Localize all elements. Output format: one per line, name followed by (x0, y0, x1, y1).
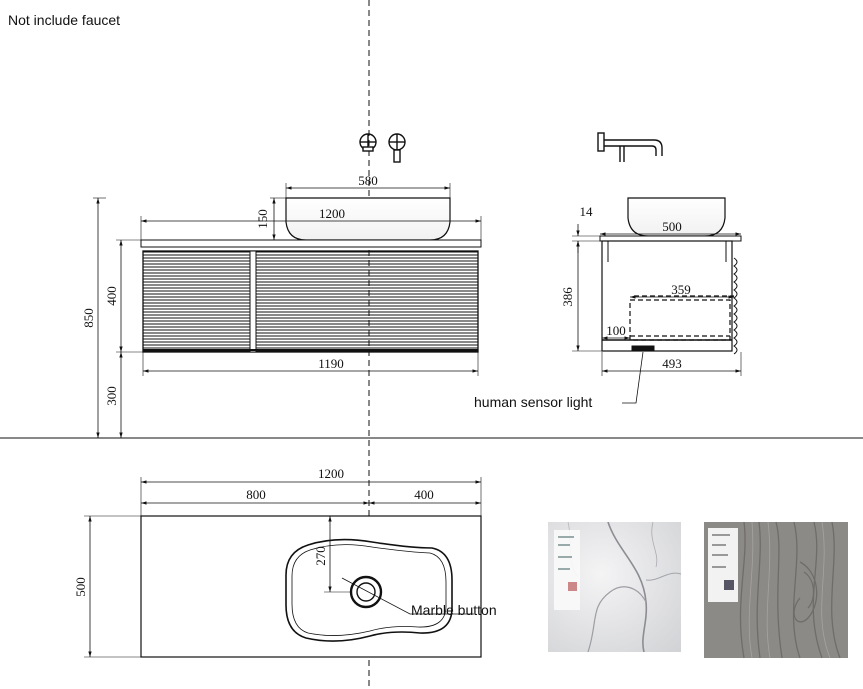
front-basin (285, 197, 451, 241)
dim-plan-left-width: 800 (246, 487, 266, 502)
button-leader-line (341, 577, 474, 615)
dim-side-basin-depth: 500 (662, 219, 682, 234)
dim-plan-total-width: 1200 (318, 466, 344, 481)
front-cabinet (142, 250, 479, 353)
dim-floor-gap: 300 (104, 386, 119, 406)
dim-cabinet-height: 400 (104, 286, 119, 306)
side-countertop (599, 235, 742, 242)
dim-drain-offset: 270 (313, 546, 328, 566)
front-door-divider (249, 250, 257, 353)
note-text: Not include faucet (8, 12, 121, 28)
sensor-light-icon (631, 345, 655, 352)
faucet-front-icon (359, 133, 406, 163)
front-countertop (140, 239, 482, 248)
dim-basin-height: 150 (255, 209, 270, 229)
marble-texture (548, 522, 681, 652)
side-view (572, 132, 742, 404)
dim-side-drawer-offset: 100 (606, 323, 626, 338)
marble-swatch (548, 522, 681, 652)
wood-texture (704, 522, 848, 658)
dim-total-height: 850 (81, 308, 96, 328)
front-view (93, 133, 482, 438)
dim-side-cabinet-depth: 493 (662, 356, 682, 371)
wood-swatch (704, 522, 848, 658)
side-fluted-edge (733, 257, 738, 355)
plan-basin-outer (285, 538, 453, 642)
marble-button-label: Marble button (411, 602, 497, 618)
marble-button-icon (356, 582, 376, 602)
sensor-light-label: human sensor light (474, 394, 592, 410)
plan-basin-inner (291, 544, 447, 636)
dim-side-top-thickness: 14 (580, 204, 594, 219)
dim-basin-width: 580 (358, 173, 378, 188)
plan-countertop (140, 515, 482, 658)
dim-plan-depth: 500 (73, 577, 88, 597)
dim-plan-right-width: 400 (414, 487, 434, 502)
dim-side-cabinet-height: 386 (560, 287, 575, 307)
sensor-leader-line (622, 351, 644, 404)
dim-cabinet-width: 1190 (318, 356, 344, 371)
dim-top-width: 1200 (319, 206, 345, 221)
faucet-side-icon (597, 132, 663, 162)
plan-view (84, 477, 482, 658)
dim-side-drawer-depth: 359 (671, 282, 691, 297)
